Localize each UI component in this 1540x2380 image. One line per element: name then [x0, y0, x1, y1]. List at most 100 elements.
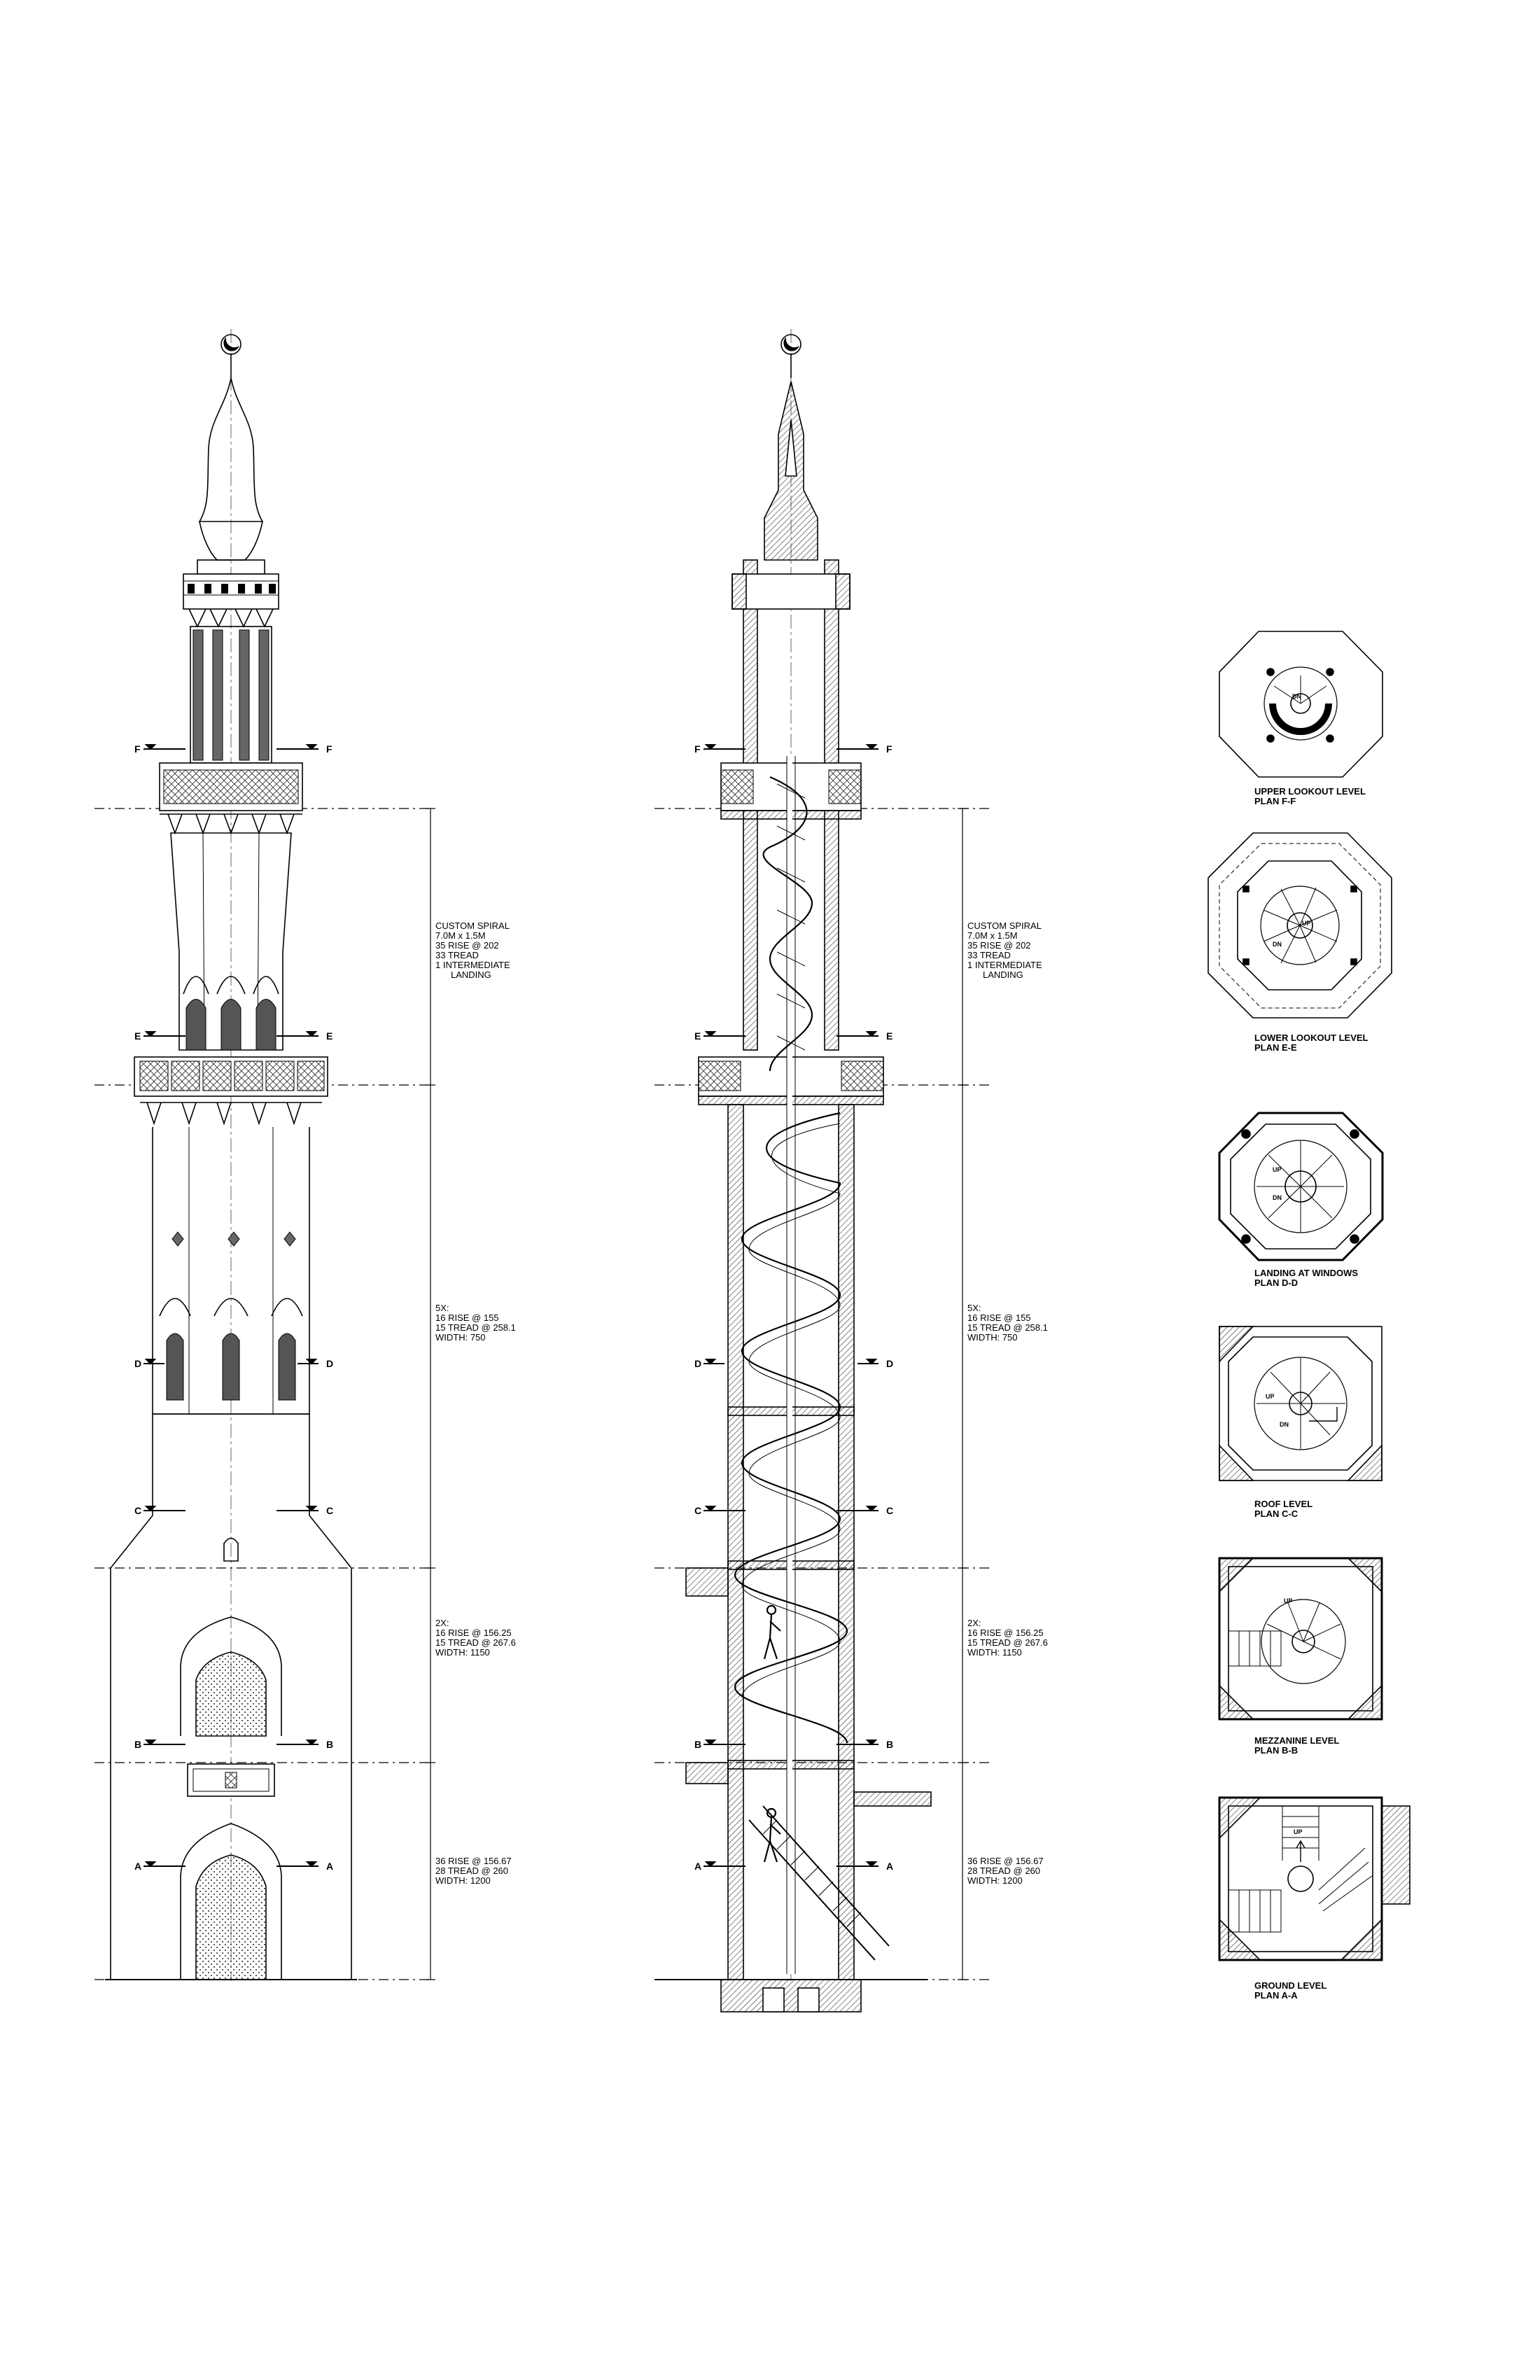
- section-mark-f-right: F: [326, 743, 332, 755]
- note-line: 2X:: [435, 1618, 449, 1628]
- plan-subtitle: PLAN A-A: [1254, 1990, 1298, 2001]
- plan-caption-a-a: GROUND LEVEL PLAN A-A: [1254, 1981, 1326, 2001]
- plan-subtitle: PLAN C-C: [1254, 1508, 1298, 1519]
- plan-e-e-dn-label: DN: [1273, 941, 1282, 948]
- note-line: 1 INTERMEDIATE: [967, 960, 1042, 970]
- note-line: 28 TREAD @ 260: [435, 1865, 509, 1876]
- section-mark-a-right: A: [326, 1861, 334, 1872]
- section-mark-c-left-2: C: [694, 1505, 702, 1516]
- plan-a-a: [1218, 1796, 1410, 1961]
- section-mark-e-left-2: E: [694, 1030, 701, 1042]
- stair-note-upper-2: CUSTOM SPIRAL 7.0M x 1.5M 35 RISE @ 202 …: [967, 921, 1042, 980]
- note-line: 16 RISE @ 155: [435, 1312, 499, 1323]
- section-mark-b-right-2: B: [886, 1739, 894, 1750]
- minaret-elevation: [105, 329, 357, 1981]
- dimension-line-section: [958, 808, 967, 1980]
- plan-d-d: [1218, 1112, 1384, 1261]
- plan-subtitle: PLAN B-B: [1254, 1745, 1298, 1756]
- plan-e-e: [1208, 832, 1392, 1018]
- note-line: 28 TREAD @ 260: [967, 1865, 1041, 1876]
- section-mark-e-left: E: [134, 1030, 141, 1042]
- note-line: 35 RISE @ 202: [967, 940, 1031, 951]
- note-line: WIDTH: 750: [967, 1332, 1018, 1343]
- plan-c-c-up-label: UP: [1266, 1393, 1275, 1400]
- plan-caption-c-c: ROOF LEVEL PLAN C-C: [1254, 1499, 1312, 1519]
- section-mark-b-left: B: [134, 1739, 142, 1750]
- plan-title: MEZZANINE LEVEL: [1254, 1735, 1340, 1746]
- section-mark-e-right-2: E: [886, 1030, 893, 1042]
- note-line: WIDTH: 1200: [435, 1875, 491, 1886]
- note-line: 16 RISE @ 156.25: [435, 1628, 512, 1638]
- note-line: WIDTH: 1200: [967, 1875, 1023, 1886]
- plan-a-a-up-label: UP: [1294, 1828, 1303, 1835]
- section-mark-e-right: E: [326, 1030, 333, 1042]
- note-line: WIDTH: 1150: [967, 1647, 1022, 1658]
- plan-f-f-dn-label: DN: [1292, 693, 1301, 700]
- section-mark-c-left: C: [134, 1505, 142, 1516]
- plan-d-d-up-label: UP: [1273, 1166, 1282, 1173]
- spiral-stair: [734, 756, 890, 1974]
- plan-caption-d-d: LANDING AT WINDOWS PLAN D-D: [1254, 1268, 1358, 1288]
- minaret-section: [654, 329, 932, 2012]
- note-line: 1 INTERMEDIATE: [435, 960, 510, 970]
- note-line: 5X:: [967, 1303, 981, 1313]
- plan-title: GROUND LEVEL: [1254, 1980, 1327, 1991]
- note-line: 35 RISE @ 202: [435, 940, 499, 951]
- note-line: 36 RISE @ 156.67: [435, 1856, 512, 1866]
- plan-title: ROOF LEVEL: [1254, 1499, 1313, 1509]
- note-line: CUSTOM SPIRAL: [435, 920, 510, 931]
- stair-note-lower: 2X: 16 RISE @ 156.25 15 TREAD @ 267.6 WI…: [435, 1618, 516, 1658]
- stair-note-middle: 5X: 16 RISE @ 155 15 TREAD @ 258.1 WIDTH…: [435, 1303, 516, 1343]
- note-line: 33 TREAD: [435, 950, 479, 960]
- note-line: 15 TREAD @ 258.1: [967, 1322, 1048, 1333]
- plan-subtitle: PLAN F-F: [1254, 796, 1296, 806]
- note-line: 16 RISE @ 155: [967, 1312, 1031, 1323]
- stair-note-base: 36 RISE @ 156.67 28 TREAD @ 260 WIDTH: 1…: [435, 1856, 512, 1886]
- note-line: 15 TREAD @ 267.6: [435, 1637, 516, 1648]
- note-line: 15 TREAD @ 258.1: [435, 1322, 516, 1333]
- stair-note-lower-2: 2X: 16 RISE @ 156.25 15 TREAD @ 267.6 WI…: [967, 1618, 1048, 1658]
- plan-title: LOWER LOOKOUT LEVEL: [1254, 1032, 1368, 1043]
- section-mark-b-right: B: [326, 1739, 334, 1750]
- note-line: 36 RISE @ 156.67: [967, 1856, 1044, 1866]
- section-mark-d-left-2: D: [694, 1358, 702, 1369]
- plan-caption-f-f: UPPER LOOKOUT LEVEL PLAN F-F: [1254, 787, 1366, 806]
- dimension-line-elevation: [426, 808, 435, 1980]
- note-line: 16 RISE @ 156.25: [967, 1628, 1044, 1638]
- plan-b-b-up-label: UP: [1284, 1597, 1293, 1604]
- section-mark-d-left: D: [134, 1358, 142, 1369]
- plan-f-f: [1219, 631, 1383, 778]
- section-mark-a-right-2: A: [886, 1861, 894, 1872]
- note-line: 7.0M x 1.5M: [967, 930, 1018, 941]
- section-mark-f-left: F: [134, 743, 141, 755]
- section-markers-section: [704, 744, 878, 1868]
- section-markers-elevation: [144, 744, 318, 1868]
- note-line: 33 TREAD: [967, 950, 1011, 960]
- section-mark-d-right: D: [326, 1358, 334, 1369]
- section-mark-c-right: C: [326, 1505, 334, 1516]
- section-mark-f-right-2: F: [886, 743, 892, 755]
- section-mark-a-left: A: [134, 1861, 142, 1872]
- plan-c-c-dn-label: DN: [1280, 1421, 1289, 1428]
- plan-c-c: [1219, 1326, 1382, 1481]
- plan-e-e-up-label: UP: [1302, 920, 1311, 927]
- note-line: 15 TREAD @ 267.6: [967, 1637, 1048, 1648]
- section-mark-b-left-2: B: [694, 1739, 702, 1750]
- note-line: 5X:: [435, 1303, 449, 1313]
- plan-subtitle: PLAN E-E: [1254, 1042, 1297, 1053]
- note-line: LANDING: [983, 969, 1023, 980]
- section-mark-d-right-2: D: [886, 1358, 894, 1369]
- stair-note-upper: CUSTOM SPIRAL 7.0M x 1.5M 35 RISE @ 202 …: [435, 921, 510, 980]
- stair-note-middle-2: 5X: 16 RISE @ 155 15 TREAD @ 258.1 WIDTH…: [967, 1303, 1048, 1343]
- note-line: WIDTH: 750: [435, 1332, 486, 1343]
- note-line: WIDTH: 1150: [435, 1647, 490, 1658]
- note-line: LANDING: [451, 969, 491, 980]
- section-mark-c-right-2: C: [886, 1505, 894, 1516]
- plan-subtitle: PLAN D-D: [1254, 1278, 1298, 1288]
- note-line: CUSTOM SPIRAL: [967, 920, 1042, 931]
- plan-title: UPPER LOOKOUT LEVEL: [1254, 786, 1366, 797]
- stair-note-base-2: 36 RISE @ 156.67 28 TREAD @ 260 WIDTH: 1…: [967, 1856, 1044, 1886]
- note-line: 7.0M x 1.5M: [435, 930, 486, 941]
- section-mark-f-left-2: F: [694, 743, 701, 755]
